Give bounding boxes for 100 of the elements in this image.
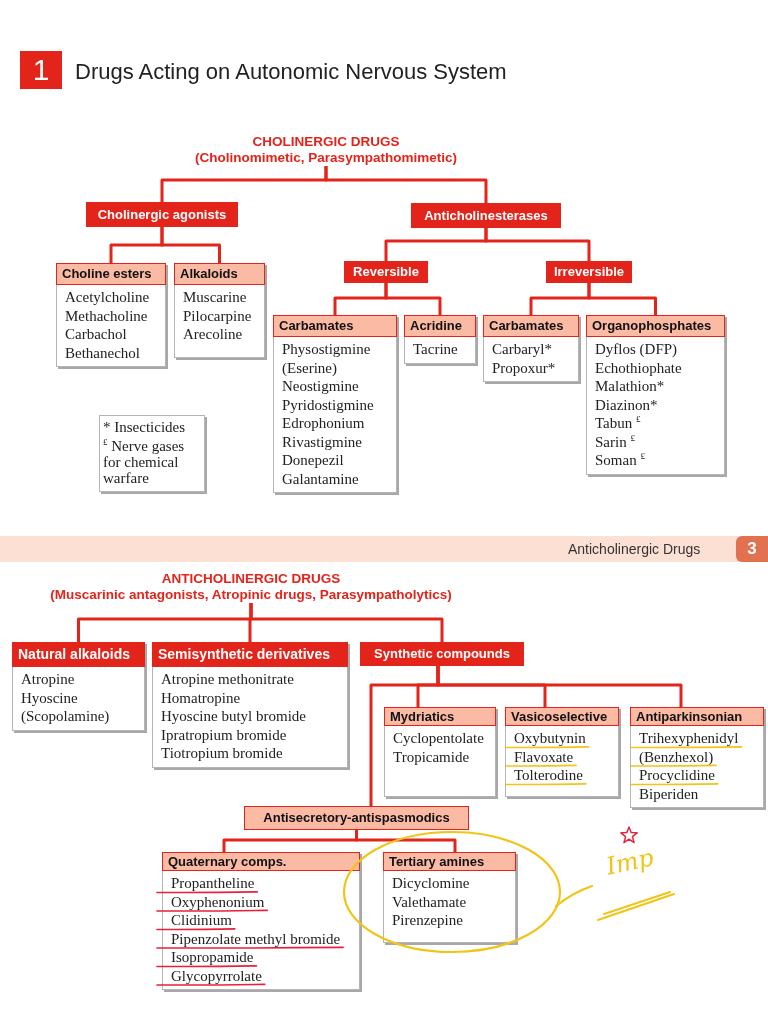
- connector-line: [355, 830, 457, 852]
- drug-name: Oxyphenonium: [171, 893, 265, 910]
- drug-name: Galantamine: [282, 470, 359, 487]
- group-heading: Tertiary amines: [383, 852, 516, 871]
- group-heading: Alkaloids: [174, 263, 265, 285]
- drug-name: Carbaryl*: [492, 341, 552, 357]
- drug-name: Tacrine: [413, 341, 458, 357]
- drug-name: Propantheline: [171, 875, 255, 891]
- drug-name: Pirenzepine: [392, 912, 463, 928]
- page-number: 3: [736, 536, 768, 562]
- drug-name: Rivastigmine: [282, 433, 362, 450]
- drug-name: Trihexyphenidyl: [639, 730, 739, 746]
- drug-name: Oxybutynin: [514, 730, 586, 746]
- drug-group-box: [56, 263, 166, 367]
- drug-name: Malathion*: [595, 378, 665, 394]
- connector-line: [384, 283, 442, 315]
- connector-line: [160, 227, 221, 263]
- footnote-box: [99, 415, 205, 492]
- connector-line: [369, 666, 440, 806]
- drug-group-box: [383, 852, 516, 943]
- drug-name: Cyclopentolate: [393, 730, 484, 746]
- drug-name: Tiotropium bromide: [161, 745, 283, 761]
- connector-line: [324, 166, 488, 203]
- drug-group-box: [152, 642, 348, 768]
- drug-group-box: [273, 315, 397, 493]
- drug-name: Valethamate: [392, 893, 467, 910]
- category-label: Cholinergic agonists: [97, 206, 227, 223]
- group-heading: Quaternary comps.: [162, 852, 360, 871]
- category-box: [546, 261, 632, 283]
- running-header: Anticholinergic Drugs: [568, 541, 701, 557]
- drug-name: Pyridostigmine: [282, 396, 374, 413]
- handwritten-note: Imp: [603, 843, 656, 881]
- drug-group-box: [174, 263, 265, 358]
- drug-group-box: [384, 707, 496, 797]
- drug-name: Physostigmine: [282, 341, 371, 357]
- drug-name: Edrophonium: [282, 415, 365, 431]
- drug-name: Dyflos (DFP): [595, 341, 678, 357]
- drug-name: Homatropine: [161, 689, 241, 706]
- drug-group-box: [483, 315, 579, 382]
- category-label: Antisecretory-antispasmodics: [263, 810, 450, 826]
- drug-name: Atropine methonitrate: [161, 671, 294, 687]
- page-title: Drugs Acting on Autonomic Nervous System: [75, 58, 507, 86]
- category-label: Reversible: [353, 264, 419, 280]
- drug-group-box: [630, 707, 764, 808]
- group-heading: Carbamates: [483, 315, 579, 337]
- connector-line: [249, 603, 444, 642]
- drug-name: Flavoxate: [514, 748, 574, 765]
- drug-name: Pipenzolate methyl bromide: [171, 930, 341, 947]
- drug-name: Soman $^{£}$: [595, 452, 645, 468]
- category-box: [244, 806, 469, 830]
- drug-name: Tabun $^{£}$: [595, 415, 641, 431]
- drug-name: Methacholine: [65, 307, 148, 324]
- drug-name: Echothiophate: [595, 359, 682, 376]
- footnote: * Insecticides: [103, 419, 187, 435]
- drug-name: Muscarine: [183, 289, 247, 305]
- drug-group-box: [12, 642, 145, 731]
- drug-name: Donepezil: [282, 452, 344, 468]
- drug-name: Isopropamide: [171, 949, 254, 965]
- category-box: [411, 203, 561, 228]
- footnote: $^{£}$ Nerve gases for chemical warfare: [103, 437, 186, 486]
- drug-name: Arecoline: [183, 326, 243, 342]
- drug-name: Bethanechol: [65, 344, 140, 361]
- chapter-number: 1: [20, 51, 62, 89]
- category-label: Anticholinesterases: [424, 207, 548, 224]
- connector-line: [484, 228, 591, 261]
- drug-name: Diazinon*: [595, 396, 658, 413]
- category-label: Irreversible: [553, 264, 625, 280]
- drug-name: Pilocarpine: [183, 307, 252, 324]
- group-heading: Natural alkaloids: [12, 642, 145, 667]
- group-heading: Carbamates: [273, 315, 397, 337]
- drug-name: Glycopyrrolate: [171, 967, 262, 984]
- diagram-heading: ANTICHOLINERGIC DRUGS: [161, 571, 341, 587]
- drug-name: (Eserine): [282, 359, 337, 376]
- category-box: [344, 261, 428, 283]
- drug-name: Hyoscine: [21, 689, 78, 706]
- connector-line: [587, 283, 657, 315]
- drug-name: Clidinium: [171, 912, 232, 928]
- drug-name: Tropicamide: [393, 748, 470, 765]
- drug-name: Acetylcholine: [65, 289, 150, 305]
- drug-name: (Benzhexol): [639, 748, 714, 765]
- diagram-heading: CHOLINERGIC DRUGS: [252, 134, 400, 150]
- drug-group-box: [586, 315, 725, 475]
- group-heading: Vasicoselective: [505, 707, 619, 726]
- drug-group-box: [404, 315, 476, 364]
- drug-name: Atropine: [21, 671, 75, 687]
- group-heading: Choline esters: [56, 263, 166, 285]
- drug-name: Tolterodine: [514, 767, 583, 783]
- group-heading: Antiparkinsonian: [630, 707, 764, 726]
- diagram-subheading: (Cholinomimetic, Parasympathomimetic): [195, 150, 457, 166]
- drug-name: Sarin $^{£}$: [595, 433, 635, 450]
- drug-name: Hyoscine butyl bromide: [161, 708, 306, 724]
- drug-name: Ipratropium bromide: [161, 726, 287, 743]
- diagram-subheading: (Muscarinic antagonists, Atropinic drugs, Parasympatholytics): [50, 587, 452, 603]
- category-box: [360, 642, 524, 666]
- drug-name: (Scopolamine): [21, 708, 110, 724]
- drug-group-box: [162, 852, 360, 990]
- group-heading: Semisynthetic derivatives: [152, 642, 348, 667]
- category-box: [86, 202, 238, 227]
- group-heading: Acridine: [404, 315, 476, 337]
- drug-name: Carbachol: [65, 326, 127, 342]
